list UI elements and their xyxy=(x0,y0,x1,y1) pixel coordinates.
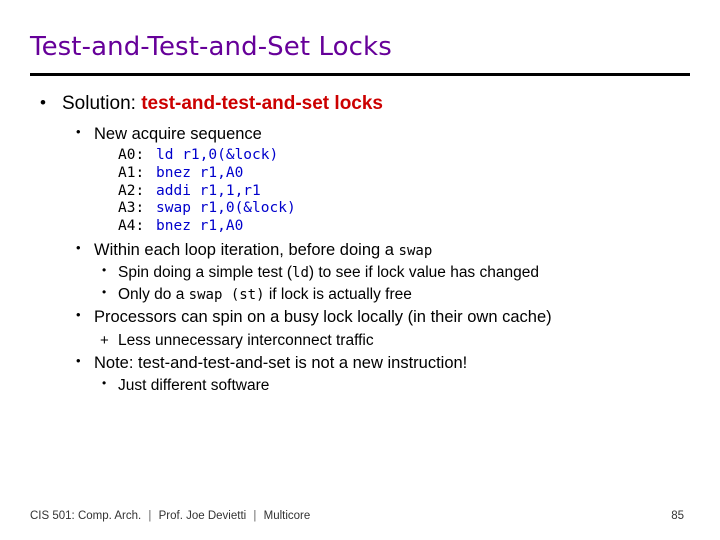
slide-footer: CIS 501: Comp. Arch. | Prof. Joe Deviett… xyxy=(30,510,310,522)
spin-text-pre: Spin doing a simple test ( xyxy=(118,264,293,282)
code-text: bnez r1,A0 xyxy=(156,164,244,181)
bullet-glyph: • xyxy=(40,93,46,112)
only-text-post: if lock is actually free xyxy=(268,286,412,304)
code-line: A4: bnez r1,A0 xyxy=(118,218,695,236)
bullet-note: • Note: test-and-test-and-set is not a n… xyxy=(30,353,695,374)
code-label: A2: xyxy=(118,182,145,199)
code-text: bnez r1,A0 xyxy=(156,217,244,234)
only-text-pre: Only do a xyxy=(118,286,185,304)
code-label: A3: xyxy=(118,200,145,217)
code-label: A1: xyxy=(118,164,145,181)
page-title: Test-and-Test-and-Set Locks xyxy=(30,32,392,62)
bullet-only-swap: • Only do a swap (st) if lock is actuall… xyxy=(30,285,695,305)
footer-separator: | xyxy=(253,510,257,522)
code-label: A0: xyxy=(118,147,145,164)
code-line: A0: ld r1,0(&lock) xyxy=(118,147,695,165)
code-text: swap r1,0(&lock) xyxy=(156,200,296,217)
bullet-glyph: • xyxy=(102,285,107,300)
solution-accent: test-and-test-and-set locks xyxy=(141,93,384,114)
solution-label: Solution: xyxy=(62,93,136,114)
bullet-just-software: • Just different software xyxy=(30,376,695,396)
footer-topic: Multicore xyxy=(263,510,311,522)
bullet-glyph: • xyxy=(102,376,107,391)
bullet-glyph: • xyxy=(76,307,81,323)
spin-mono: ld xyxy=(292,265,309,282)
bullet-spin: • Spin doing a simple test (ld) to see i… xyxy=(30,263,695,283)
less-traffic-text: Less unnecessary interconnect traffic xyxy=(118,331,374,349)
bullet-less-traffic: + Less unnecessary interconnect traffic xyxy=(30,331,695,351)
plus-glyph: + xyxy=(100,331,109,349)
bullet-glyph: • xyxy=(76,352,81,368)
bullet-within-loop: • Within each loop iteration, before doi… xyxy=(30,240,695,261)
bullet-solution: • Solution: test-and-test-and-set locks xyxy=(30,92,695,116)
code-line: A1: bnez r1,A0 xyxy=(118,165,695,183)
code-label: A4: xyxy=(118,217,145,234)
bullet-glyph: • xyxy=(76,239,81,255)
note-text: Note: test-and-test-and-set is not a new… xyxy=(94,353,468,372)
bullet-new-acquire: • New acquire sequence xyxy=(30,124,695,145)
code-block: A0: ld r1,0(&lock) A1: bnez r1,A0 A2: addi … xyxy=(30,147,695,235)
code-line: A2: addi r1,1,r1 xyxy=(118,183,695,201)
footer-course: CIS 501: Comp. Arch. xyxy=(30,510,142,522)
bullet-glyph: • xyxy=(102,263,107,278)
bullet-glyph: • xyxy=(76,123,81,139)
within-loop-mono: swap xyxy=(398,242,433,259)
code-line: A3: swap r1,0(&lock) xyxy=(118,200,695,218)
title-divider xyxy=(30,73,690,76)
processors-text: Processors can spin on a busy lock local… xyxy=(94,308,552,327)
code-text: ld r1,0(&lock) xyxy=(156,147,279,164)
new-acquire-text: New acquire sequence xyxy=(94,124,262,143)
just-software-text: Just different software xyxy=(118,377,270,395)
page-number: 85 xyxy=(671,510,684,522)
bullet-processors: • Processors can spin on a busy lock loc… xyxy=(30,307,695,328)
footer-instructor: Prof. Joe Devietti xyxy=(158,510,247,522)
code-text: addi r1,1,r1 xyxy=(156,182,261,199)
within-loop-text: Within each loop iteration, before doing… xyxy=(94,240,394,259)
slide-body: • Solution: test-and-test-and-set locks … xyxy=(30,92,695,399)
footer-separator: | xyxy=(148,510,152,522)
spin-text-post: ) to see if lock value has changed xyxy=(308,264,539,282)
only-mono: swap (st) xyxy=(188,287,265,304)
